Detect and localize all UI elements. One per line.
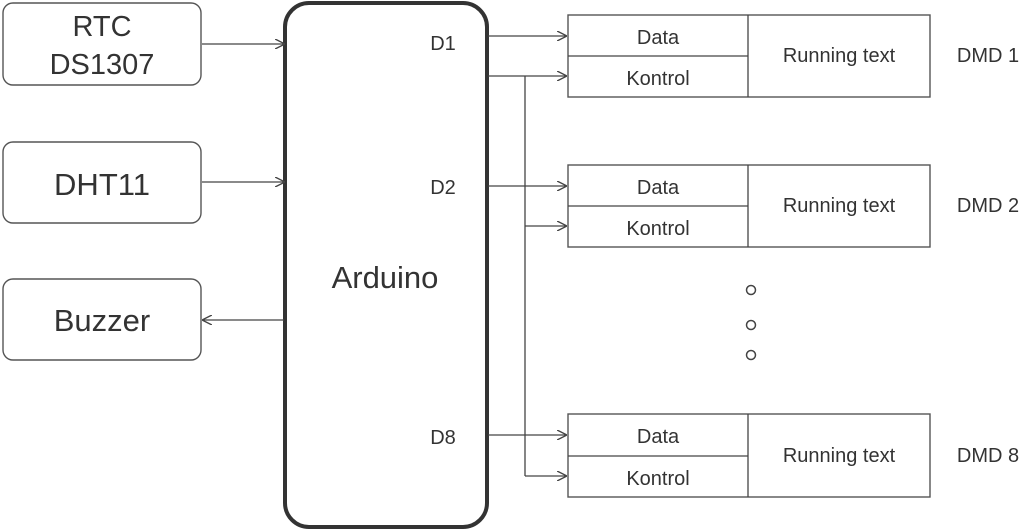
buzzer-label: Buzzer (54, 303, 150, 338)
arduino-block: Arduino D1 D2 D8 (283, 1, 489, 529)
buzzer-block: Buzzer (2, 278, 202, 361)
dmd-module-1: Data Kontrol Running text DMD 1 (567, 14, 1019, 98)
dmd2-name: DMD 2 (957, 195, 1019, 217)
dmd-module-8: Data Kontrol Running text DMD 8 (567, 413, 1019, 498)
dmd8-name: DMD 8 (957, 445, 1019, 467)
dmd2-data-label: Data (637, 177, 680, 199)
rtc-block: RTC DS1307 (2, 2, 202, 86)
dmd2-control-label: Kontrol (626, 218, 689, 240)
dmd8-data-label: Data (637, 426, 680, 448)
pin-label-d1: D1 (430, 33, 456, 55)
pin-label-d8: D8 (430, 427, 456, 449)
dht11-label: DHT11 (54, 167, 150, 202)
dmd1-control-label: Kontrol (626, 68, 689, 90)
dmd1-data-label: Data (637, 27, 680, 49)
ellipsis-dot-3 (745, 349, 757, 361)
dht11-block: DHT11 (2, 141, 202, 224)
dmd1-name: DMD 1 (957, 45, 1019, 67)
rtc-label-line2: DS1307 (50, 49, 155, 81)
arduino-label: Arduino (332, 260, 439, 295)
rtc-label-line1: RTC (72, 11, 131, 43)
ellipsis-dot-1 (745, 284, 757, 296)
dmd2-content-label: Running text (783, 195, 896, 217)
dmd1-content-label: Running text (783, 45, 896, 67)
dmd8-content-label: Running text (783, 445, 896, 467)
pin-label-d2: D2 (430, 177, 456, 199)
dmd-module-2: Data Kontrol Running text DMD 2 (567, 164, 1019, 248)
ellipsis-dot-2 (745, 319, 757, 331)
dmd8-control-label: Kontrol (626, 468, 689, 490)
